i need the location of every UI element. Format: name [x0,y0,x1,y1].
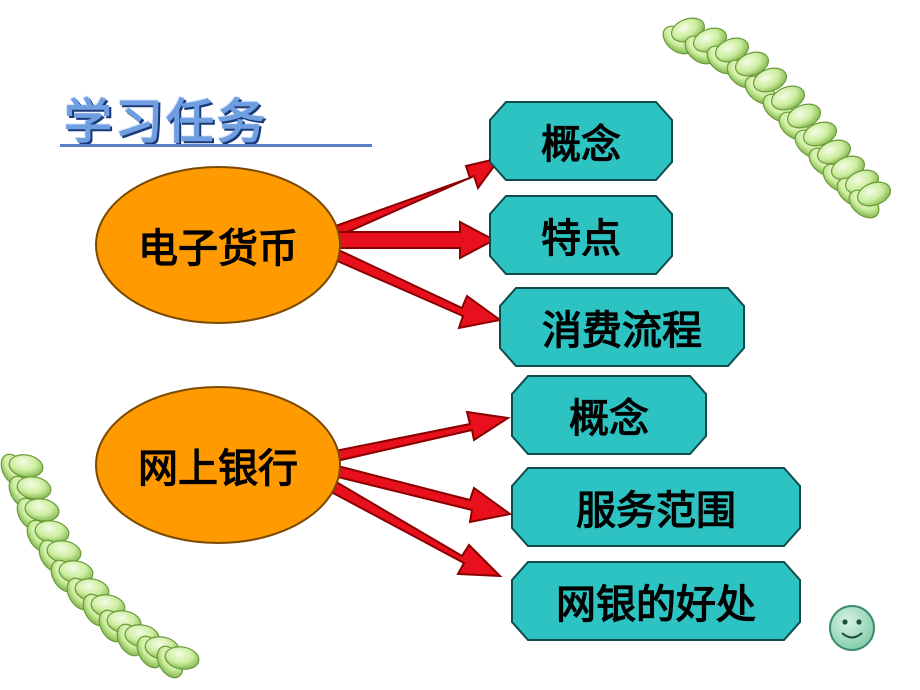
leaf-garland-bottom-left [0,453,200,679]
topic-ellipse-electronic-money [95,166,341,324]
leaf-shape [856,181,892,207]
arrow-to-process [324,244,503,330]
slide-title: 学习任务 [64,94,269,150]
item-label-service-scope: 服务范围 [576,488,736,534]
arrow-to-benefits [318,474,503,578]
box-concept-2 [511,375,707,455]
item-label-features: 特点 [541,216,621,262]
box-features [489,195,673,275]
item-label-benefits: 网银的好处 [556,582,756,628]
arrow-to-features [331,220,497,260]
item-label-concept-1: 概念 [541,122,621,168]
arrow-to-service-scope [324,462,513,524]
smiley-icon [829,605,875,651]
topic-label-electronic-money: 电子货币 [138,226,298,272]
leaf-shape [752,67,788,93]
item-label-consumption-process: 消费流程 [542,308,702,354]
arrow-to-concept-1 [328,156,503,240]
box-concept-1 [489,101,673,181]
leaf-shape [786,103,822,129]
topic-ellipse-online-banking [95,386,341,544]
item-label-concept-2: 概念 [569,396,649,442]
topic-label-online-banking: 网上银行 [138,446,298,492]
leaf-garland-top-right [662,17,892,219]
arrows-online-banking [318,410,513,578]
box-benefits [511,561,801,641]
leaf-shape [802,121,838,147]
box-consumption-process [499,287,745,367]
arrows-electronic-money [324,156,503,330]
arrow-to-concept-2 [328,410,511,464]
leaf-shape [16,476,52,500]
leaf-shape [770,85,806,111]
title-underline [60,144,372,147]
leaf-shape [734,51,770,77]
leaf-shape [8,454,44,478]
box-service-scope [511,467,801,547]
leaf-shape [164,646,200,670]
